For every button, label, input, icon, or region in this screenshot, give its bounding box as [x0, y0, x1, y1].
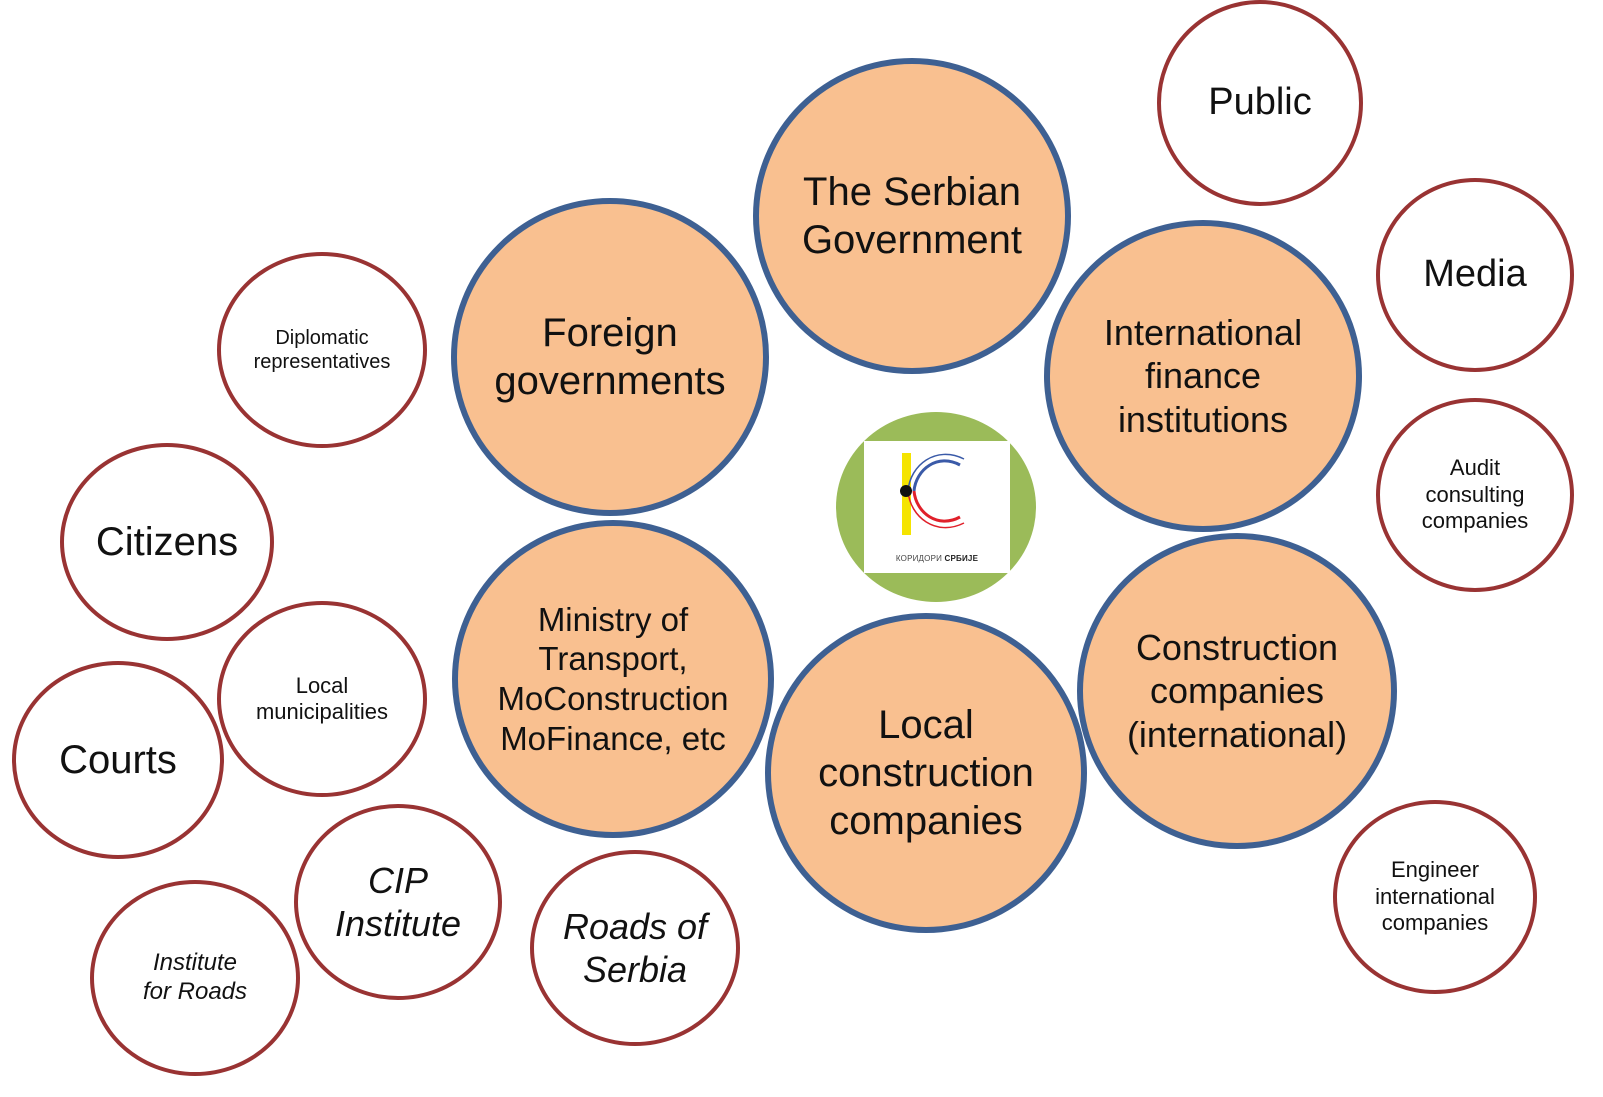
node-label: CIP Institute [334, 859, 462, 944]
node-media: Media [1376, 178, 1574, 372]
node-label: Local construction companies [818, 703, 1034, 843]
logo-wordmark: КОРИДОРИ СРБИЈЕ [864, 554, 1010, 563]
logo-black-dot [900, 485, 912, 497]
node-roads-of-serbia: Roads of Serbia [530, 850, 740, 1046]
node-label: The Serbian Government [801, 170, 1023, 262]
node-label: Audit consulting companies [1421, 455, 1529, 534]
node-label: Diplomatic representatives [253, 327, 391, 373]
logo-red-arc-outer [907, 490, 965, 529]
node-label: Courts [59, 738, 177, 782]
logo-red-arc [912, 490, 961, 523]
node-label: Construction companies (international) [1126, 627, 1348, 755]
node-public: Public [1157, 0, 1363, 206]
node-foreign-governments: Foreign governments [451, 198, 769, 516]
logo-blue-arc [912, 459, 961, 492]
node-international-finance-institutions: International finance institutions [1044, 220, 1362, 532]
node-label: International finance institutions [1103, 312, 1303, 440]
node-label: Citizens [95, 520, 239, 564]
node-institute-for-roads: Institute for Roads [90, 880, 300, 1076]
node-label: Media [1423, 253, 1527, 296]
logo-wordmark-regular: КОРИДОРИ [895, 554, 945, 563]
node-international-construction-companies: Construction companies (international) [1077, 533, 1397, 849]
node-engineer-international-companies: Engineer international companies [1333, 800, 1537, 994]
node-audit-consulting-companies: Audit consulting companies [1376, 398, 1574, 592]
node-diplomatic-representatives: Diplomatic representatives [217, 252, 427, 448]
node-local-municipalities: Local municipalities [217, 601, 427, 797]
node-ministries: Ministry of Transport, MoConstruction Mo… [452, 520, 774, 838]
node-label: Ministry of Transport, MoConstruction Mo… [497, 600, 729, 757]
node-cip-institute: CIP Institute [294, 804, 502, 1000]
node-label: Public [1208, 81, 1312, 124]
node-courts: Courts [12, 661, 224, 859]
node-label: Foreign governments [494, 311, 726, 403]
node-serbian-government: The Serbian Government [753, 58, 1071, 374]
node-citizens: Citizens [60, 443, 274, 641]
node-label: Local municipalities [255, 672, 389, 724]
node-label: Roads of Serbia [562, 905, 708, 990]
node-label: Institute for Roads [142, 949, 248, 1005]
logo-blue-arc-outer [907, 453, 965, 492]
logo-wordmark-bold: СРБИЈЕ [944, 554, 979, 563]
corridors-of-serbia-logo: КОРИДОРИ СРБИЈЕ [864, 441, 1010, 573]
corridors-logo-icon [900, 453, 965, 535]
node-label: Engineer international companies [1375, 857, 1495, 936]
node-local-construction-companies: Local construction companies [765, 613, 1087, 933]
